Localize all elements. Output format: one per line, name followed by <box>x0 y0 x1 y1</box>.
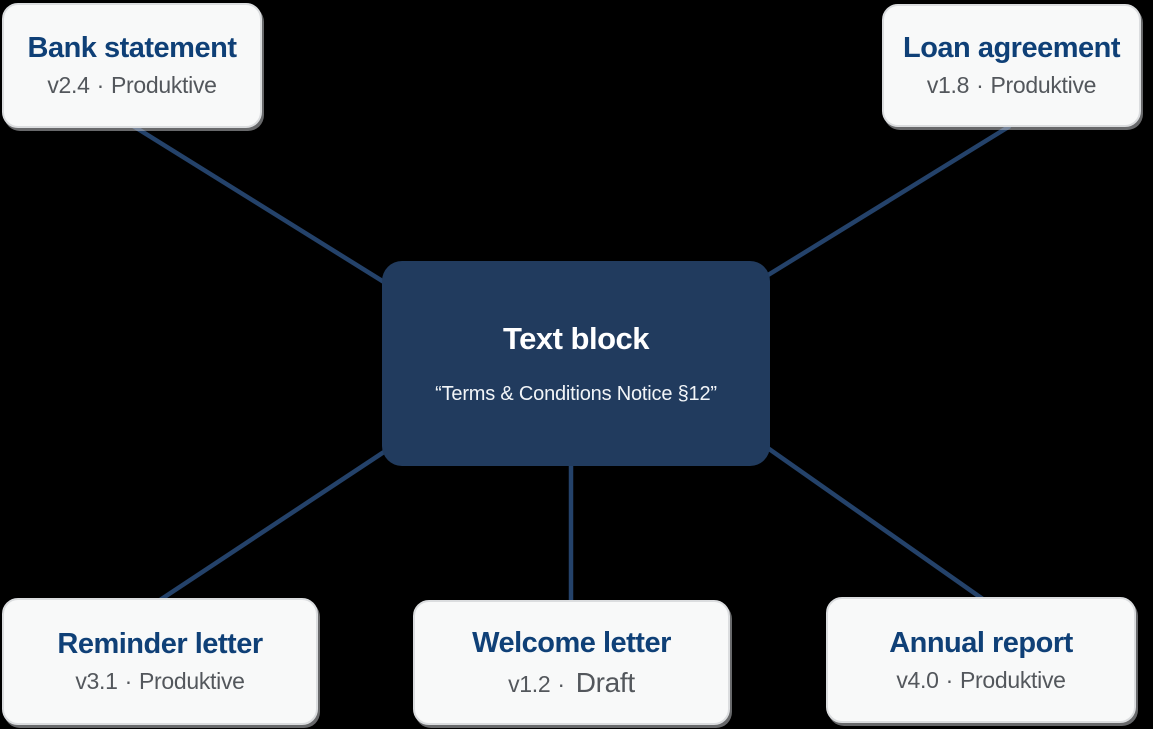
card-title: Annual report <box>889 626 1073 659</box>
card-subtitle: v1.2 · Draft <box>508 666 635 698</box>
card-title: Loan agreement <box>903 32 1121 64</box>
card-subtitle: v3.1 · Produktive <box>75 668 245 694</box>
card-version: v1.2 <box>508 670 551 697</box>
center-node-text-block[interactable]: Text block “Terms & Conditions Notice §1… <box>382 261 770 466</box>
card-version: v3.1 <box>75 668 118 694</box>
center-node-subtitle: “Terms & Conditions Notice §12” <box>435 383 717 405</box>
card-title: Bank statement <box>27 32 237 64</box>
card-status: Produktive <box>990 72 1097 98</box>
card-separator: · <box>945 666 954 693</box>
card-status-draft: Draft <box>575 666 635 698</box>
connector-line-reminder-letter <box>158 442 398 602</box>
node-card-welcome-letter[interactable]: Welcome letter v1.2 · Draft <box>413 600 730 725</box>
card-separator: · <box>96 72 105 98</box>
card-status: Produktive <box>959 666 1066 693</box>
card-subtitle: v1.8 · Produktive <box>926 72 1097 98</box>
card-version: v1.8 <box>926 72 970 98</box>
node-card-reminder-letter[interactable]: Reminder letter v3.1 · Produktive <box>2 598 318 725</box>
connector-line-annual-report <box>760 442 989 604</box>
node-card-loan-agreement[interactable]: Loan agreement v1.8 · Produktive <box>882 4 1141 127</box>
card-version: v4.0 <box>896 666 939 693</box>
node-card-bank-statement[interactable]: Bank statement v2.4 · Produktive <box>2 3 262 128</box>
card-separator: · <box>557 670 565 697</box>
card-separator: · <box>124 668 133 694</box>
card-status: Produktive <box>138 668 245 694</box>
node-card-annual-report[interactable]: Annual report v4.0 · Produktive <box>826 597 1136 723</box>
connector-line-bank-statement <box>128 122 402 294</box>
card-version: v2.4 <box>47 72 90 98</box>
center-node-title: Text block <box>502 321 650 356</box>
card-status: Produktive <box>110 72 217 98</box>
card-subtitle: v4.0 · Produktive <box>896 666 1066 693</box>
card-separator: · <box>976 72 984 98</box>
connector-line-loan-agreement <box>758 124 1012 282</box>
card-title: Reminder letter <box>57 628 263 660</box>
card-subtitle: v2.4 · Produktive <box>47 72 217 98</box>
card-title: Welcome letter <box>472 626 671 659</box>
